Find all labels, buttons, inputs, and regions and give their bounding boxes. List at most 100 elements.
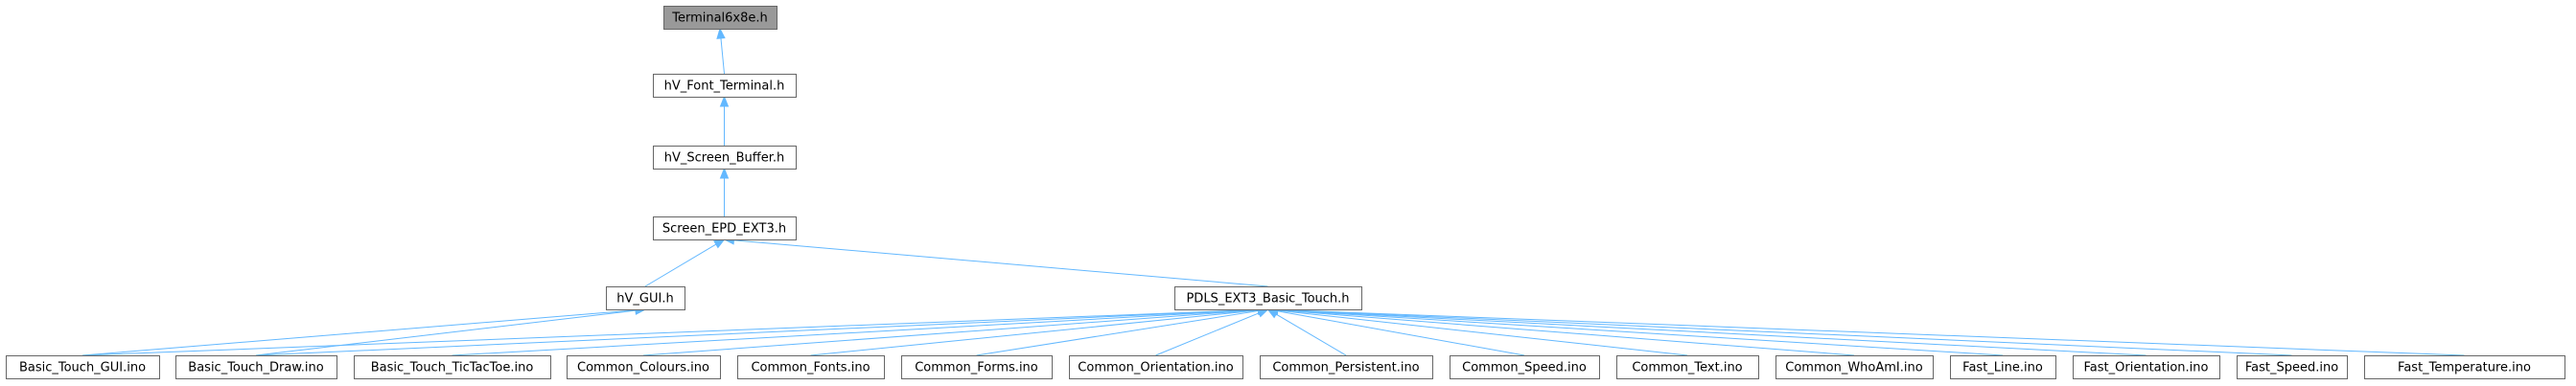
edge-line (1277, 309, 2147, 356)
node-box[interactable] (653, 216, 797, 240)
edge-line (720, 37, 725, 75)
node-label: hV_GUI.h (616, 292, 673, 307)
node-label: Common_Orientation.ino (1078, 361, 1233, 375)
node-label: Basic_Touch_GUI.ino (19, 361, 146, 375)
edge-line (1277, 309, 2004, 356)
node-cpers[interactable]: Common_Persistent.ino (1260, 355, 1433, 379)
node-label: Common_Text.ino (1632, 361, 1742, 375)
node-box[interactable] (1260, 355, 1433, 379)
edge-bttic-to-pdls (452, 305, 1269, 356)
node-cwho[interactable]: Common_WhoAmI.ino (1775, 355, 1934, 379)
node-label: Basic_Touch_Draw.ino (188, 361, 323, 375)
node-label: Fast_Temperature.ino (2398, 361, 2531, 375)
node-font[interactable]: hV_Font_Terminal.h (653, 74, 797, 98)
node-box[interactable] (1775, 355, 1934, 379)
node-label: hV_Screen_Buffer.h (664, 151, 784, 166)
edge-line (1277, 308, 2465, 356)
node-label: Common_WhoAmI.ino (1785, 361, 1922, 375)
node-cfont[interactable]: Common_Fonts.ino (737, 355, 885, 379)
node-box[interactable] (653, 74, 797, 98)
node-box[interactable] (6, 355, 160, 379)
edge-line (1277, 309, 1855, 356)
node-label: Common_Fonts.ino (751, 361, 870, 375)
node-box[interactable] (354, 355, 551, 379)
node-box[interactable] (1069, 355, 1243, 379)
edge-cform-to-pdls (976, 306, 1269, 356)
node-box[interactable] (663, 6, 777, 30)
node-ccol[interactable]: Common_Colours.ino (567, 355, 721, 379)
arrowhead-icon (716, 27, 726, 39)
edge-gui-to-screen (644, 238, 726, 287)
node-ftemp[interactable]: Fast_Temperature.ino (2364, 355, 2565, 379)
edges-layer (81, 27, 2465, 356)
node-box[interactable] (1450, 355, 1600, 379)
edge-buffer-to-font (719, 95, 730, 146)
node-label: Fast_Speed.ino (2245, 361, 2338, 375)
edge-line (810, 309, 1259, 356)
node-box[interactable] (901, 355, 1053, 379)
node-label: Fast_Orientation.ino (2084, 361, 2209, 375)
edge-line (255, 309, 637, 356)
node-bttic[interactable]: Basic_Touch_TicTacToe.ino (354, 355, 551, 379)
node-corient[interactable]: Common_Orientation.ino (1069, 355, 1243, 379)
edge-line (1277, 308, 2292, 356)
node-label: Fast_Line.ino (1962, 361, 2043, 375)
node-label: PDLS_EXT3_Basic_Touch.h (1186, 292, 1349, 307)
node-ctext[interactable]: Common_Text.ino (1616, 355, 1759, 379)
node-box[interactable] (606, 286, 685, 310)
arrowhead-icon (719, 167, 730, 179)
edge-font-to-terminal (716, 27, 726, 75)
arrowhead-icon (1256, 308, 1269, 318)
node-label: Screen_EPD_EXT3.h (662, 222, 786, 237)
node-fline[interactable]: Fast_Line.ino (1950, 355, 2056, 379)
edge-line (733, 239, 1268, 287)
edge-line (81, 308, 1259, 356)
edge-line (976, 310, 1259, 356)
edge-corient-to-pdls (1155, 308, 1269, 356)
node-box[interactable] (653, 146, 797, 170)
edge-pdls-to-screen (723, 236, 1268, 287)
node-label: hV_Font_Terminal.h (664, 79, 785, 94)
edge-line (255, 308, 1259, 356)
node-cform[interactable]: Common_Forms.ino (901, 355, 1053, 379)
node-label: Terminal6x8e.h (671, 11, 768, 26)
node-label: Common_Colours.ino (577, 361, 709, 375)
edge-btdraw-to-pdls (255, 305, 1269, 356)
node-label: Basic_Touch_TicTacToe.ino (371, 361, 534, 375)
node-fspeed[interactable]: Fast_Speed.ino (2237, 355, 2348, 379)
edge-line (1277, 309, 1688, 356)
node-box[interactable] (1950, 355, 2056, 379)
node-box[interactable] (2364, 355, 2565, 379)
node-gui[interactable]: hV_GUI.h (606, 286, 685, 310)
arrowhead-icon (713, 238, 726, 249)
node-label: Common_Persistent.ino (1272, 361, 1419, 375)
edge-screen-to-buffer (719, 167, 730, 216)
node-forient[interactable]: Fast_Orientation.ino (2073, 355, 2220, 379)
edge-line (642, 309, 1259, 356)
node-box[interactable] (1616, 355, 1759, 379)
node-box[interactable] (567, 355, 721, 379)
node-btdraw[interactable]: Basic_Touch_Draw.ino (175, 355, 337, 379)
node-pdls[interactable]: PDLS_EXT3_Basic_Touch.h (1174, 286, 1362, 310)
node-box[interactable] (737, 355, 885, 379)
edge-btgui-to-gui (81, 306, 647, 356)
node-box[interactable] (175, 355, 337, 379)
edge-fspeed-to-pdls (1266, 305, 2292, 356)
node-screen[interactable]: Screen_EPD_EXT3.h (653, 216, 797, 240)
node-buffer[interactable]: hV_Screen_Buffer.h (653, 146, 797, 170)
edge-line (1155, 312, 1260, 356)
edge-forient-to-pdls (1266, 305, 2147, 356)
node-box[interactable] (1174, 286, 1362, 310)
node-box[interactable] (2073, 355, 2220, 379)
arrowhead-icon (719, 95, 730, 107)
node-label: Common_Speed.ino (1462, 361, 1587, 375)
edge-line (1277, 310, 1525, 356)
node-cspeed[interactable]: Common_Speed.ino (1450, 355, 1600, 379)
node-label: Common_Forms.ino (915, 361, 1038, 375)
node-terminal[interactable]: Terminal6x8e.h (663, 6, 777, 30)
edge-line (644, 243, 717, 287)
node-box[interactable] (2237, 355, 2348, 379)
node-btgui[interactable]: Basic_Touch_GUI.ino (6, 355, 160, 379)
edge-line (1275, 313, 1347, 356)
